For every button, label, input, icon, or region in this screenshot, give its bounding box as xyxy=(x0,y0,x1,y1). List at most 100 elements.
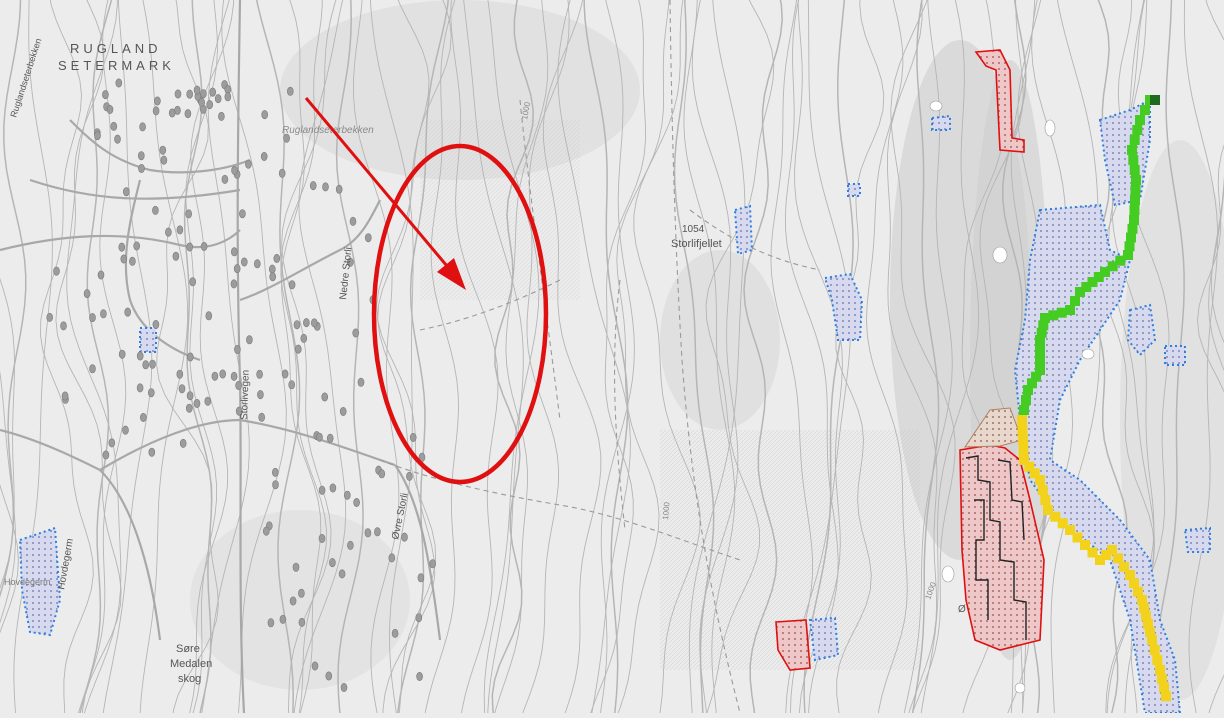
trail-cell xyxy=(1035,475,1045,485)
trail-cell xyxy=(1035,345,1045,355)
cabin-marker xyxy=(329,558,335,566)
cabin-marker xyxy=(177,370,183,378)
cabin-marker xyxy=(294,321,300,329)
trail-cell xyxy=(1140,105,1150,115)
cabin-marker xyxy=(115,135,121,143)
trail-cell xyxy=(1135,115,1145,125)
cabin-marker xyxy=(207,100,213,108)
trail-cell xyxy=(1159,683,1169,693)
cabin-marker xyxy=(417,672,423,680)
trail-cell xyxy=(1017,415,1027,425)
cabin-marker xyxy=(187,392,193,400)
cabin-marker xyxy=(102,90,108,98)
cabin-marker xyxy=(340,407,346,415)
cabin-marker xyxy=(90,313,96,321)
cabin-marker xyxy=(289,381,295,389)
trail-cell xyxy=(1126,233,1136,243)
cabin-marker xyxy=(187,90,193,98)
cabin-marker xyxy=(129,257,135,265)
cabin-marker xyxy=(310,181,316,189)
cabin-marker xyxy=(215,94,221,102)
cabin-marker xyxy=(103,451,109,459)
trail-cell xyxy=(1040,495,1050,505)
cabin-marker xyxy=(148,389,154,397)
cabin-marker xyxy=(149,448,155,456)
cabin-marker xyxy=(317,433,323,441)
trail-cell xyxy=(1035,335,1045,345)
cabin-marker xyxy=(311,319,317,327)
cabin-marker xyxy=(100,310,106,318)
trail-cell xyxy=(1130,205,1140,215)
trail-cell xyxy=(1131,175,1141,185)
cabin-marker xyxy=(389,554,395,562)
trail-cell xyxy=(1130,135,1140,145)
cabin-marker xyxy=(298,589,304,597)
cabin-marker xyxy=(287,87,293,95)
cabin-marker xyxy=(95,131,101,139)
trail-cell xyxy=(1127,145,1137,155)
cabin-marker xyxy=(327,434,333,442)
cabin-marker xyxy=(150,360,156,368)
trail-cell xyxy=(1147,635,1157,645)
cabin-marker xyxy=(90,365,96,373)
cabin-marker xyxy=(61,322,67,330)
cabin-marker xyxy=(254,260,260,268)
trail-end-marker xyxy=(1150,95,1160,105)
cabin-marker xyxy=(402,533,408,541)
cabin-marker xyxy=(280,615,286,623)
cabin-marker xyxy=(323,183,329,191)
cabin-marker xyxy=(326,672,332,680)
cabin-marker xyxy=(153,320,159,328)
trail-cell xyxy=(1019,445,1029,455)
trail-cell xyxy=(1035,355,1045,365)
cabin-marker xyxy=(365,529,371,537)
cabin-marker xyxy=(119,243,125,251)
cabin-marker xyxy=(123,426,129,434)
cabin-marker xyxy=(354,498,360,506)
cabin-marker xyxy=(270,273,276,281)
cabin-marker xyxy=(160,146,166,154)
label-hovdegerm-2: Hovdegerm xyxy=(4,577,51,587)
cabin-marker xyxy=(185,109,191,117)
cabin-marker xyxy=(206,312,212,320)
trail-cell xyxy=(1075,287,1085,297)
cabin-marker xyxy=(98,271,104,279)
cabin-marker xyxy=(125,308,131,316)
cabin-marker xyxy=(218,112,224,120)
trail-cell xyxy=(1128,224,1138,234)
cabin-marker xyxy=(186,210,192,218)
cabin-marker xyxy=(279,169,285,177)
cabin-marker xyxy=(273,481,279,489)
cabin-marker xyxy=(262,110,268,118)
cabin-marker xyxy=(272,468,278,476)
trail-cell xyxy=(1132,125,1142,135)
cabin-marker xyxy=(241,258,247,266)
cabin-marker xyxy=(418,574,424,582)
cabin-marker xyxy=(169,109,175,117)
trail-cell xyxy=(1150,645,1160,655)
cabin-marker xyxy=(282,370,288,378)
cabin-marker xyxy=(180,439,186,447)
cabin-marker xyxy=(295,345,301,353)
cabin-marker xyxy=(109,439,115,447)
cabin-marker xyxy=(330,484,336,492)
trail-cell xyxy=(1023,385,1033,395)
label-elevation-1054: 1054 xyxy=(682,224,705,235)
cabin-marker xyxy=(119,350,125,358)
cabin-marker xyxy=(347,541,353,549)
cabin-marker xyxy=(290,597,296,605)
cabin-marker xyxy=(111,122,117,130)
cabin-marker xyxy=(220,370,226,378)
cabin-marker xyxy=(153,107,159,115)
cabin-marker xyxy=(107,105,113,113)
cabin-marker xyxy=(161,156,167,164)
cabin-marker xyxy=(274,254,280,262)
cabin-marker xyxy=(231,280,237,288)
cabin-marker xyxy=(358,378,364,386)
trail-cell xyxy=(1018,425,1028,435)
trail-cell xyxy=(1038,485,1048,495)
cabin-marker xyxy=(257,370,263,378)
cabin-marker xyxy=(175,90,181,98)
label-storlivegen: Storlivegen xyxy=(239,370,252,420)
